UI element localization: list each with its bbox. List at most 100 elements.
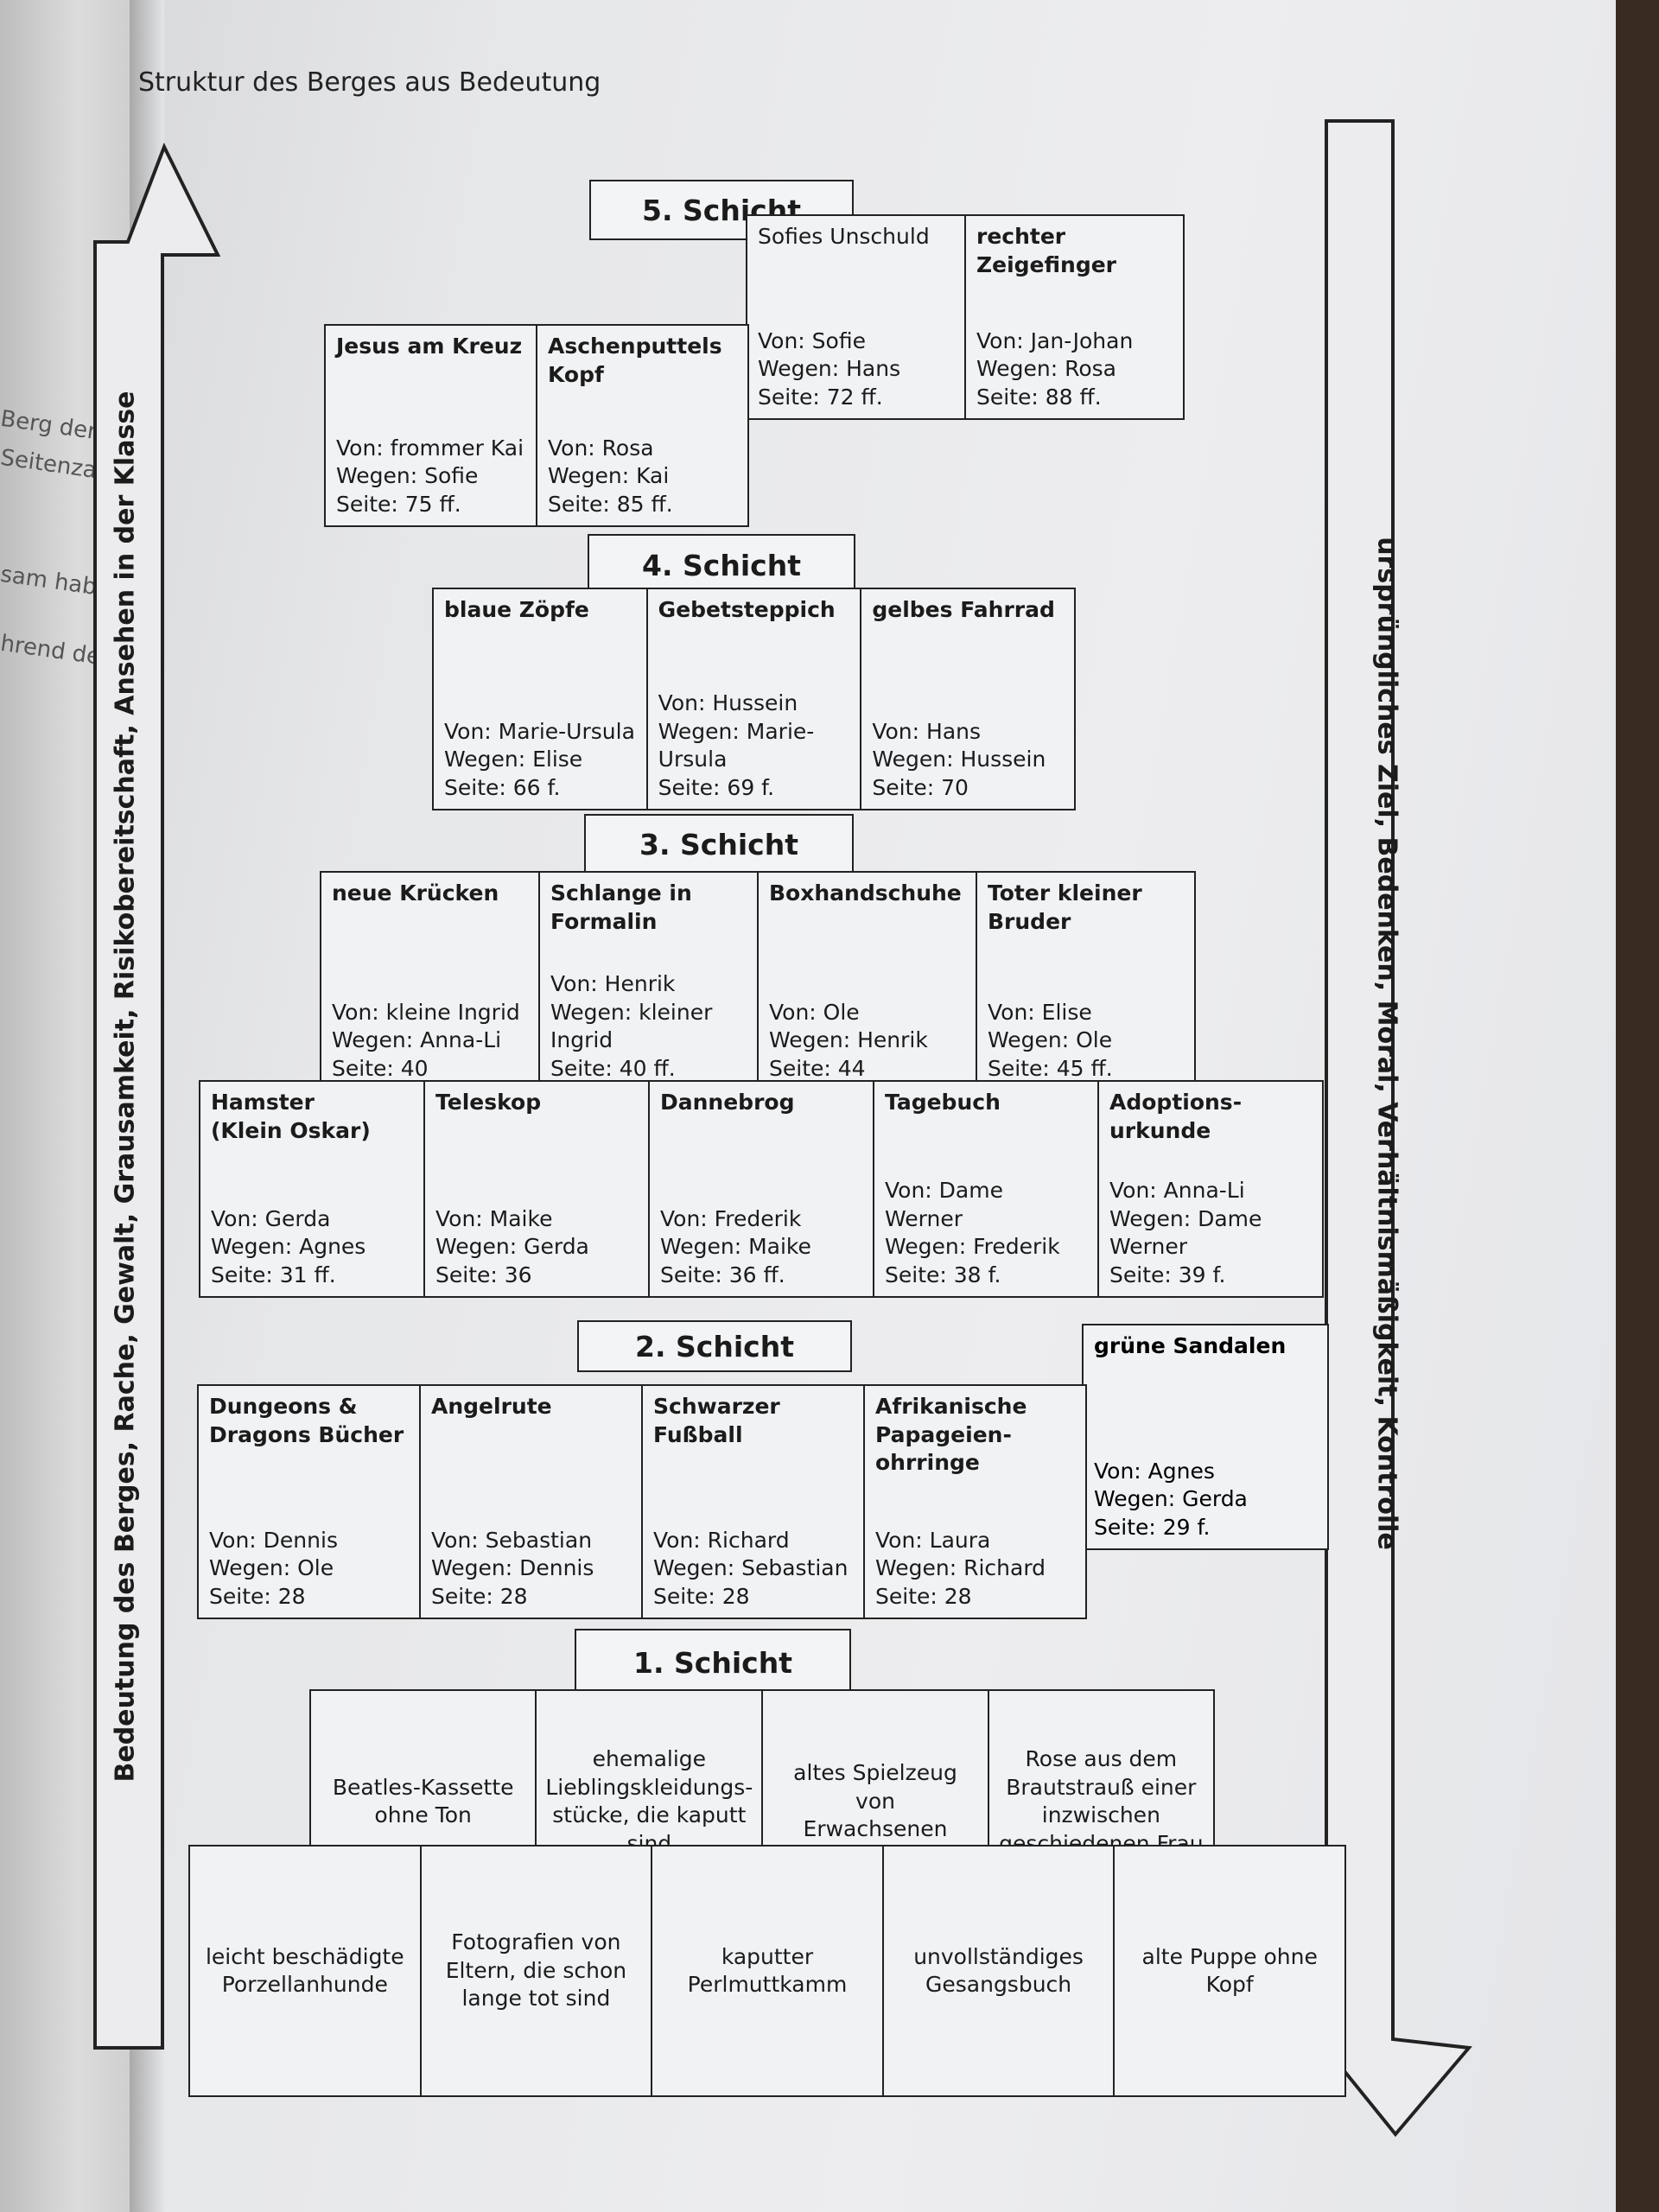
- right-axis-label: ursprüngliches Ziel, Bedenken, Moral, Ve…: [1371, 537, 1402, 1550]
- item-because: Wegen: Sebastian: [653, 1555, 849, 1580]
- item-page: Seite: 85 ff.: [548, 491, 673, 517]
- item-page: Seite: 69 f.: [658, 774, 775, 800]
- item-because: Wegen: Agnes: [211, 1234, 366, 1259]
- item-page: Seite: 75 ff.: [336, 491, 461, 517]
- item-page: Seite: 45 ff.: [988, 1055, 1113, 1081]
- item-card: Afrikanische Papageien- ohrringe Von: La…: [863, 1386, 1085, 1618]
- item-page: Seite: 38 f.: [885, 1262, 1001, 1287]
- item-from: Von: Hans: [872, 718, 982, 744]
- base-item: kaputter Perlmuttkamm: [651, 1847, 882, 2095]
- item-page: Seite: 28: [431, 1583, 528, 1609]
- item-from: Von: frommer Kai: [336, 435, 524, 461]
- item-from: Von: Dame Werner: [885, 1178, 1003, 1231]
- layer-label-4: 4. Schicht: [588, 534, 855, 596]
- base-item: Beatles-Kassette ohne Ton: [332, 1774, 514, 1828]
- item-title: Adoptions- urkunde: [1109, 1090, 1243, 1143]
- item-from: Von: kleine Ingrid: [332, 999, 520, 1025]
- item-page: Seite: 28: [653, 1583, 750, 1609]
- item-because: Wegen: Dame Werner: [1109, 1205, 1262, 1260]
- item-from: Von: Sebastian: [431, 1527, 593, 1553]
- item-page: Seite: 40: [332, 1055, 429, 1081]
- item-because: Wegen: Frederik: [885, 1234, 1060, 1259]
- item-page: Seite: 36: [435, 1262, 532, 1287]
- layer1-lower-band: leicht beschädigte Porzellanhunde Fotogr…: [188, 1845, 1346, 2097]
- item-because: Wegen: Henrik: [769, 1027, 928, 1052]
- item-page: Seite: 70: [872, 774, 969, 800]
- item-title: Dungeons & Dragons Bücher: [209, 1394, 404, 1447]
- item-from: Von: Dennis: [209, 1527, 338, 1553]
- item-title: Afrikanische Papageien- ohrringe: [875, 1394, 1027, 1475]
- item-because: Wegen: Hussein: [872, 747, 1046, 772]
- item-from: Von: Anna-Li: [1109, 1178, 1245, 1203]
- item-from: Von: Frederik: [660, 1205, 802, 1231]
- item-because: Wegen: Ole: [988, 1027, 1113, 1052]
- item-from: Von: Elise: [988, 999, 1092, 1025]
- item-page: Seite: 29 f.: [1094, 1514, 1211, 1540]
- item-title: Schwarzer Fußball: [653, 1394, 780, 1447]
- item-title: Boxhandschuhe: [769, 880, 962, 906]
- item-title: Angelrute: [431, 1394, 552, 1419]
- item-because: Wegen: Kai: [548, 463, 670, 488]
- item-page: Seite: 72 ff.: [758, 384, 883, 410]
- item-page: Seite: 28: [209, 1583, 306, 1609]
- item-from: Von: Marie-Ursula: [444, 718, 635, 744]
- item-title: Dannebrog: [660, 1090, 795, 1115]
- item-from: Von: Rosa: [548, 435, 654, 461]
- item-because: Wegen: Richard: [875, 1555, 1046, 1580]
- item-because: Wegen: Dennis: [431, 1555, 594, 1580]
- item-title: grüne Sandalen: [1094, 1333, 1287, 1358]
- item-page: Seite: 66 f.: [444, 774, 561, 800]
- item-from: Von: Henrik: [550, 971, 676, 996]
- item-page: Seite: 88 ff.: [976, 384, 1102, 410]
- item-from: Von: Jan-Johan: [976, 327, 1134, 353]
- item-title: Teleskop: [435, 1090, 542, 1115]
- item-title: gelbes Fahrrad: [872, 597, 1055, 622]
- base-item: Fotografien von Eltern, die schon lange …: [419, 1847, 652, 2095]
- item-because: Wegen: Marie- Ursula: [658, 718, 815, 772]
- item-title: Gebetsteppich: [658, 597, 836, 622]
- layer-label-3: 3. Schicht: [584, 814, 854, 874]
- item-title: Tagebuch: [885, 1090, 1001, 1115]
- item-title: Toter kleiner Bruder: [988, 880, 1142, 934]
- item-title: neue Krücken: [332, 880, 499, 906]
- base-item: altes Spielzeug von Erwachsenen: [761, 1691, 987, 1912]
- item-because: Wegen: Ole: [209, 1555, 334, 1580]
- item-title: Jesus am Kreuz: [336, 334, 523, 359]
- item-from: Von: Hussein: [658, 690, 798, 715]
- item-because: Wegen: Elise: [444, 747, 583, 772]
- item-title: blaue Zöpfe: [444, 597, 589, 622]
- item-because: Wegen: Rosa: [976, 356, 1116, 381]
- item-because: Wegen: Sofie: [336, 463, 479, 488]
- base-item: ehemalige Lieblingskleidungs- stücke, di…: [535, 1691, 761, 1912]
- item-page: Seite: 44: [769, 1055, 866, 1081]
- item-from: Von: Gerda: [211, 1205, 331, 1231]
- item-title: Aschenputtels Kopf: [548, 334, 722, 387]
- item-from: Von: Maike: [435, 1205, 553, 1231]
- item-from: Von: Richard: [653, 1527, 790, 1553]
- item-page: Seite: 36 ff.: [660, 1262, 785, 1287]
- base-item: unvollständiges Gesangsbuch: [881, 1847, 1114, 2095]
- item-because: Wegen: Anna-Li: [332, 1027, 502, 1052]
- item-because: Wegen: Hans: [758, 356, 901, 381]
- item-title: Hamster (Klein Oskar): [211, 1090, 371, 1143]
